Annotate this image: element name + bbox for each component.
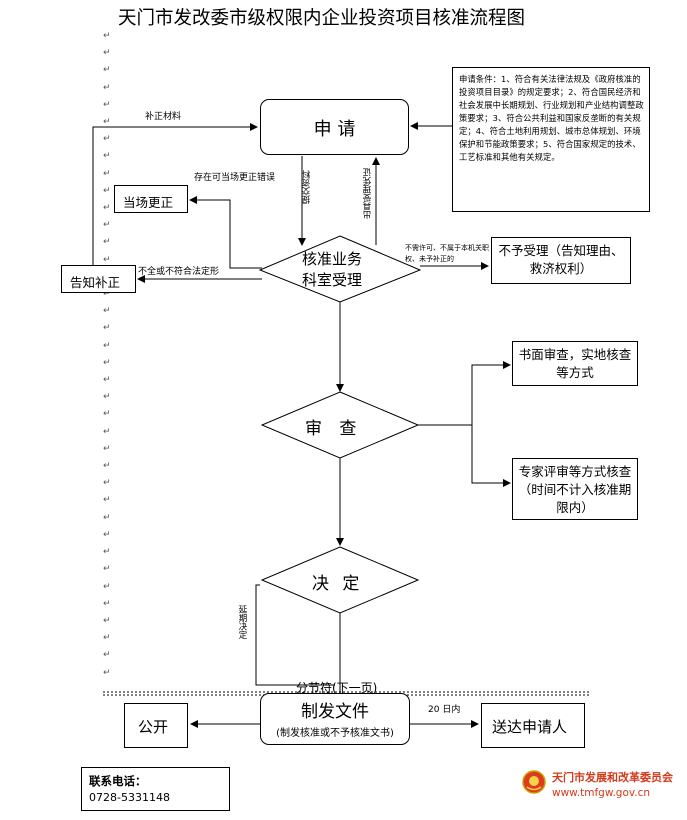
node-conditions: 申请条件：1、符合有关法律法规及《政府核准的投资项目目录》的规定要求；2、符合国… bbox=[452, 67, 650, 212]
edge-extend bbox=[255, 584, 335, 686]
label-extend: 延期决定 bbox=[237, 605, 247, 639]
conditions-text: 申请条件：1、符合有关法律法规及《政府核准的投资项目目录》的规定要求；2、符合国… bbox=[459, 74, 644, 162]
node-reject-label: 不予受理（告知理由、救济权利） bbox=[498, 243, 624, 276]
diamond-review bbox=[260, 391, 420, 459]
node-expert-review[interactable]: 专家评审等方式核查（时间不计入核准期限内） bbox=[512, 458, 638, 520]
label-submit: 提交资料 bbox=[302, 170, 312, 204]
logo-url: www.tmfgw.gov.cn bbox=[552, 787, 651, 799]
edge-expert bbox=[471, 425, 511, 487]
edge-supplement bbox=[92, 123, 258, 266]
node-publicize-label: 公开 bbox=[138, 718, 169, 736]
node-written-review[interactable]: 书面审查，实地核查等方式 bbox=[512, 341, 638, 386]
node-issue-docs-label: 制发文件 bbox=[301, 702, 369, 722]
node-correct-onsite[interactable]: 当场更正 bbox=[114, 185, 188, 213]
node-accept-line2: 科室受理 bbox=[302, 271, 363, 289]
contact-phone: 0728-5331148 bbox=[89, 791, 170, 804]
node-accept-line1: 核准业务 bbox=[302, 250, 363, 268]
label-receipt: 出具受理凭证 bbox=[363, 168, 373, 219]
diamond-decision bbox=[260, 546, 420, 614]
contact-box: 联系电话： 0728-5331148 bbox=[81, 767, 230, 811]
node-notify-correction-label: 告知补正 bbox=[70, 275, 121, 290]
page-break-text: 分节符(下一页) bbox=[296, 681, 378, 695]
node-publicize[interactable]: 公开 bbox=[124, 703, 188, 748]
node-deliver-label: 送达申请人 bbox=[492, 718, 568, 736]
logo: 天门市发展和改革委员会 www.tmfgw.gov.cn bbox=[522, 766, 687, 806]
label-not-required: 不需许可、不属于本机关职权、未予补正的 bbox=[405, 244, 489, 263]
node-deliver[interactable]: 送达申请人 bbox=[481, 703, 585, 748]
node-correct-onsite-label: 当场更正 bbox=[123, 195, 174, 210]
node-written-review-label: 书面审查，实地核查等方式 bbox=[518, 347, 632, 380]
label-supplement: 补正材料 bbox=[145, 112, 182, 122]
node-issue-docs[interactable]: 制发文件 (制发核准或不予核准文书) bbox=[260, 693, 410, 745]
label-incomplete: 不全或不符合法定形 bbox=[138, 267, 220, 277]
label-days: 20 日内 bbox=[428, 705, 461, 715]
node-reject[interactable]: 不予受理（告知理由、救济权利） bbox=[491, 237, 631, 284]
logo-name: 天门市发展和改革委员会 bbox=[552, 771, 673, 784]
node-issue-docs-sub: (制发核准或不予核准文书) bbox=[276, 728, 394, 739]
edge-correctable bbox=[189, 196, 262, 269]
label-correctable: 存在可当场更正错误 bbox=[194, 173, 276, 183]
edge-written bbox=[471, 361, 511, 425]
node-decision-label: 决 定 bbox=[312, 574, 364, 594]
node-review-label: 审 查 bbox=[305, 419, 363, 439]
paragraph-mark-column: ↵ ↵ ↵ ↵ ↵ ↵ ↵ ↵ ↵ ↵ ↵ ↵ ↵ ↵ ↵ ↵ ↵ ↵ ↵ ↵ … bbox=[103, 31, 111, 678]
node-expert-review-label: 专家评审等方式核查（时间不计入核准期限内） bbox=[518, 464, 632, 515]
node-notify-correction[interactable]: 告知补正 bbox=[61, 265, 136, 293]
contact-label: 联系电话： bbox=[89, 774, 147, 788]
page-title: 天门市发改委市级权限内企业投资项目核准流程图 bbox=[118, 8, 526, 29]
node-apply[interactable]: 申 请 bbox=[260, 99, 409, 155]
diamond-accept bbox=[258, 235, 422, 303]
emblem-icon bbox=[522, 770, 546, 794]
node-apply-label: 申 请 bbox=[313, 119, 356, 140]
